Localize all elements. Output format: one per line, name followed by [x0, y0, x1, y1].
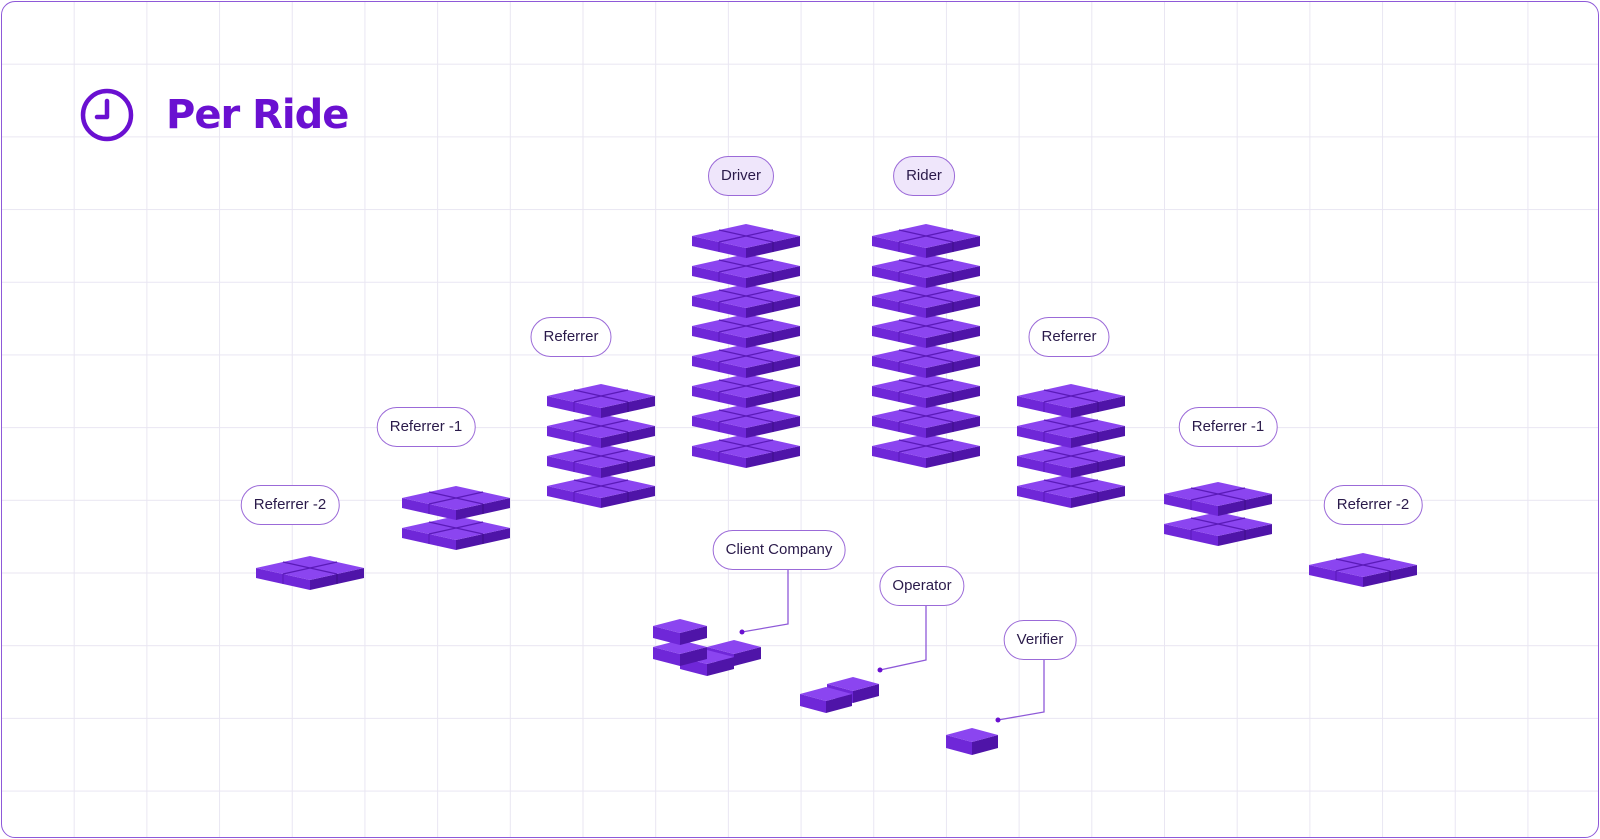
label-rider: Rider — [893, 156, 955, 196]
label-driver: Driver — [708, 156, 774, 196]
label-referrer-minus2-left: Referrer -2 — [240, 485, 340, 525]
block-stack-referrer-left — [547, 384, 655, 508]
label-operator: Operator — [879, 566, 965, 606]
block-stack-rider — [872, 224, 980, 468]
label-referrer-left: Referrer — [530, 317, 612, 357]
connector-lines — [739, 570, 1045, 723]
label-verifier: Verifier — [1003, 620, 1077, 660]
label-client-company: Client Company — [712, 530, 846, 570]
block-group-operator — [800, 677, 879, 713]
clock-icon — [80, 88, 134, 142]
block-stack-driver — [692, 224, 800, 468]
block-group-client-company — [653, 619, 761, 676]
block-stack-referrer-minus1-left — [402, 486, 510, 550]
block-stack-referrer-right — [1017, 384, 1125, 508]
label-referrer-minus1-right: Referrer -1 — [1178, 407, 1278, 447]
label-referrer-right: Referrer — [1028, 317, 1110, 357]
page-title: Per Ride — [166, 92, 349, 138]
block-stack-referrer-minus1-right — [1164, 482, 1272, 546]
label-referrer-minus2-right: Referrer -2 — [1323, 485, 1423, 525]
block-stack-referrer-minus2-left — [256, 556, 364, 590]
block-stack-referrer-minus2-right — [1309, 553, 1417, 587]
label-referrer-minus1-left: Referrer -1 — [376, 407, 476, 447]
block-group-verifier — [946, 728, 998, 755]
